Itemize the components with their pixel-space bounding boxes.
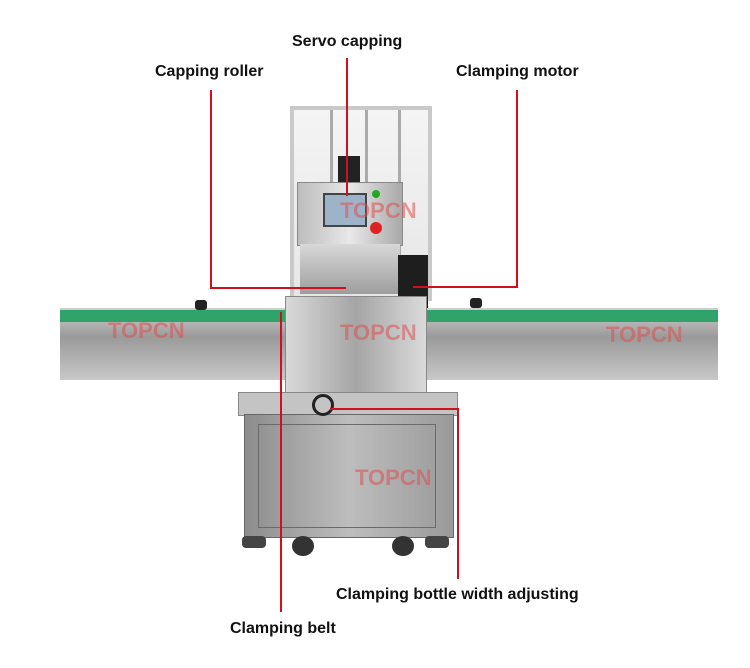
- foot: [425, 536, 449, 548]
- caster-wheel: [292, 536, 314, 556]
- leader-line-clamping-motor: [413, 286, 518, 288]
- label-clamping-motor: Clamping motor: [456, 63, 579, 80]
- leader-line-width-adjusting: [457, 409, 459, 579]
- label-clamping-bottle-width-adjusting: Clamping bottle width adjusting: [336, 586, 579, 603]
- watermark: TOPCN: [340, 198, 417, 223]
- base-cabinet: [244, 414, 454, 538]
- label-clamping-belt: Clamping belt: [230, 620, 336, 637]
- watermark: TOPCN: [606, 322, 683, 347]
- adjust-knob: [470, 298, 482, 308]
- caster-wheel: [392, 536, 414, 556]
- handwheel: [312, 394, 334, 416]
- capping-head: [300, 244, 400, 294]
- base-top: [238, 392, 458, 416]
- watermark: TOPCN: [340, 320, 417, 345]
- foot: [242, 536, 266, 548]
- clamping-belt-assembly: [285, 296, 427, 393]
- watermark: TOPCN: [108, 318, 185, 343]
- adjust-knob: [195, 300, 207, 310]
- leader-line-clamping-motor: [516, 90, 518, 288]
- watermark: TOPCN: [355, 465, 432, 490]
- label-servo-capping: Servo capping: [292, 33, 403, 50]
- servo-motor: [338, 156, 360, 184]
- stop-button: [370, 222, 382, 234]
- leader-line-width-adjusting: [330, 408, 459, 410]
- cabinet-door: [258, 424, 436, 528]
- label-capping-roller: Capping roller: [155, 63, 264, 80]
- touch-screen: [323, 193, 367, 227]
- leader-line-capping-roller: [210, 90, 212, 289]
- leader-line-capping-roller: [210, 287, 346, 289]
- leader-line-servo-capping: [346, 58, 348, 196]
- leader-line-clamping-belt: [280, 312, 282, 612]
- start-button: [372, 190, 380, 198]
